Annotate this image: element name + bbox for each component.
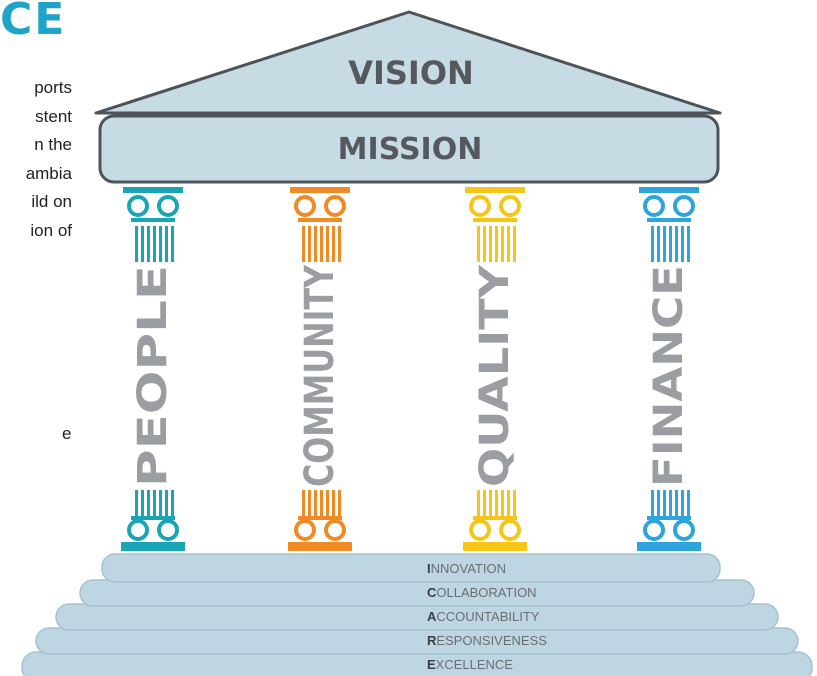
pillar-label: PEOPLE bbox=[130, 265, 176, 487]
volute-right bbox=[673, 519, 695, 541]
body-line: ion of bbox=[30, 220, 72, 240]
body-line: ambia bbox=[25, 163, 72, 183]
volute-left bbox=[127, 195, 149, 217]
pillar-base-band bbox=[473, 516, 517, 520]
pillar-capital-top bbox=[465, 187, 525, 193]
mission-label: MISSION bbox=[338, 132, 483, 167]
pillar-label-backdrop bbox=[473, 262, 517, 490]
step-label-accountability: ACCOUNTABILITY bbox=[427, 609, 540, 624]
pillar-capital-top bbox=[290, 187, 350, 193]
volute-left bbox=[643, 519, 665, 541]
vision-label: VISION bbox=[348, 54, 474, 92]
step-responsiveness bbox=[35, 627, 799, 655]
pillar-quality: QUALITY bbox=[463, 187, 527, 551]
volute-left bbox=[643, 195, 665, 217]
body-text: ports stent n the ambia ild on ion of bbox=[0, 74, 72, 246]
body-line: n the bbox=[34, 135, 72, 155]
mission-beam bbox=[98, 114, 720, 184]
pillar-finance: FINANCE bbox=[637, 187, 701, 551]
body-line: ild on bbox=[31, 192, 72, 212]
pillar-capital-top bbox=[639, 187, 699, 193]
step-innovation bbox=[101, 553, 721, 583]
step-excellence bbox=[21, 651, 813, 676]
volute-left bbox=[127, 519, 149, 541]
volute-right bbox=[673, 195, 695, 217]
body-line: stent bbox=[35, 106, 72, 126]
pillars: PEOPLE COMMUNITY QUALITY FINANCE bbox=[121, 187, 701, 551]
pillar-label-backdrop bbox=[298, 262, 342, 490]
step-label-responsiveness: RESPONSIVENESS bbox=[427, 633, 547, 648]
pillar-base-band bbox=[298, 516, 342, 520]
section-heading: CE bbox=[0, 0, 67, 45]
step-labels: INNOVATION COLLABORATION ACCOUNTABILITY … bbox=[427, 561, 547, 672]
volute-left bbox=[294, 195, 316, 217]
pillar-base-band bbox=[647, 516, 691, 520]
pillar-plinth bbox=[121, 542, 185, 551]
step-accountability bbox=[55, 603, 779, 631]
volute-right bbox=[324, 195, 346, 217]
temple-steps bbox=[21, 553, 813, 676]
step-label-excellence: EXCELLENCE bbox=[427, 657, 513, 672]
roof-pediment bbox=[94, 10, 722, 115]
pillar-label: QUALITY bbox=[472, 264, 518, 487]
pillar-capital-top bbox=[123, 187, 183, 193]
step-collaboration bbox=[79, 579, 755, 607]
pillar-label-backdrop bbox=[647, 262, 691, 490]
volute-right bbox=[499, 519, 521, 541]
pillar-people: PEOPLE bbox=[121, 187, 185, 551]
volute-right bbox=[157, 195, 179, 217]
volute-right bbox=[499, 195, 521, 217]
volute-left bbox=[294, 519, 316, 541]
volute-left bbox=[469, 195, 491, 217]
pillar-label: FINANCE bbox=[646, 265, 692, 487]
volute-left bbox=[469, 519, 491, 541]
volute-right bbox=[324, 519, 346, 541]
pillar-plinth bbox=[463, 542, 527, 551]
pillar-capital-band bbox=[131, 218, 175, 222]
pillar-label-backdrop bbox=[131, 262, 175, 490]
pillar-community: COMMUNITY bbox=[288, 187, 352, 551]
pillar-capital-band bbox=[647, 218, 691, 222]
step-label-innovation: INNOVATION bbox=[427, 561, 506, 576]
pillar-label: COMMUNITY bbox=[297, 264, 343, 487]
pillar-plinth bbox=[637, 542, 701, 551]
pillar-base-band bbox=[131, 516, 175, 520]
step-label-collaboration: COLLABORATION bbox=[427, 585, 537, 600]
pillar-plinth bbox=[288, 542, 352, 551]
temple-roof: VISION MISSION bbox=[94, 10, 722, 184]
body-text-fragment: e bbox=[62, 424, 72, 443]
pillar-capital-band bbox=[298, 218, 342, 222]
pillar-capital-band bbox=[473, 218, 517, 222]
body-line: ports bbox=[34, 78, 72, 97]
volute-right bbox=[157, 519, 179, 541]
